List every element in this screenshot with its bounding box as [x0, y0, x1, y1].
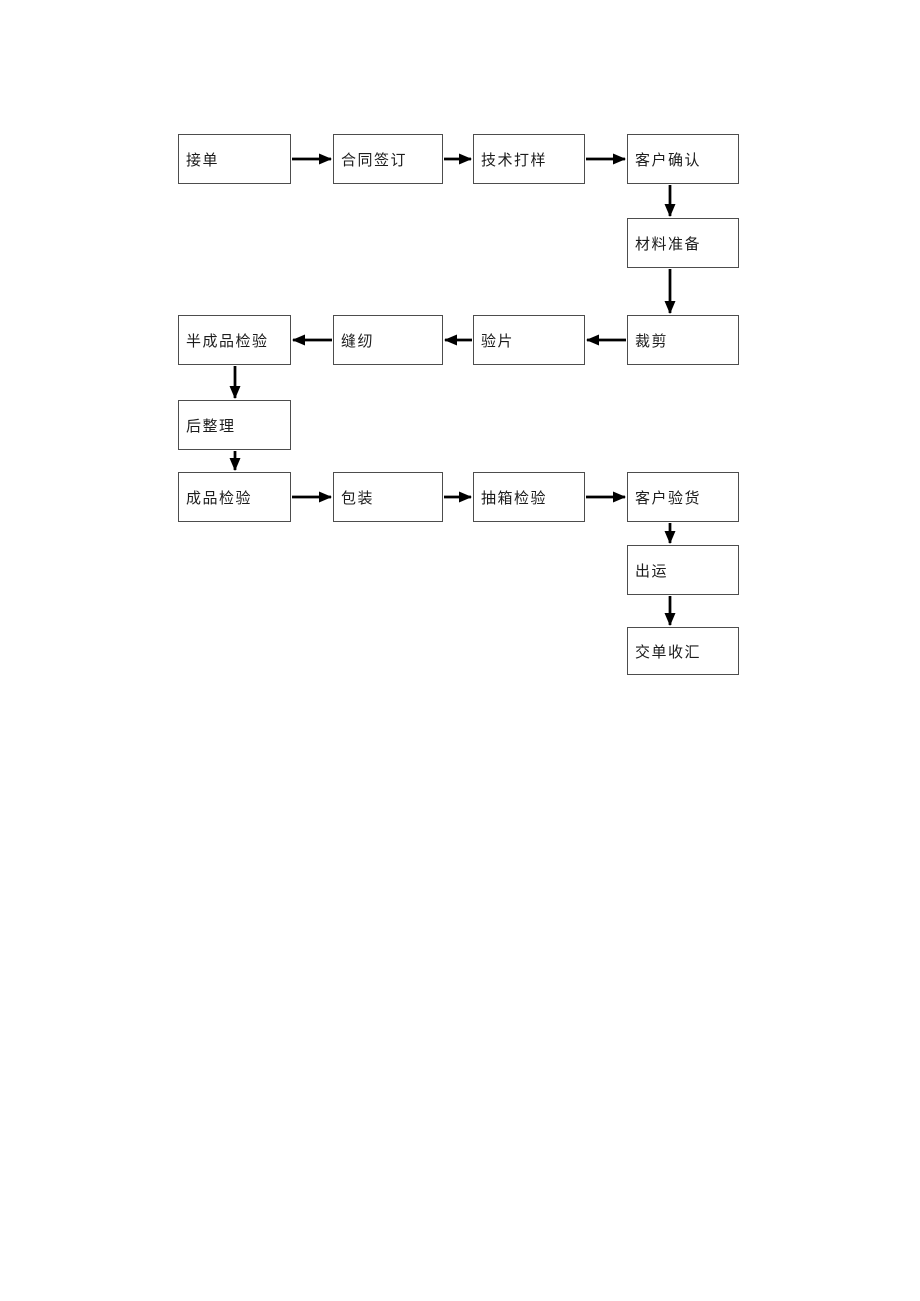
flow-node-label: 裁剪: [635, 333, 669, 350]
flow-node-contract-signing: 合同签订: [333, 134, 443, 184]
flow-node-document-payment-collection: 交单收汇: [627, 627, 739, 675]
flow-node-label: 交单收汇: [635, 644, 702, 661]
flow-node-label: 半成品检验: [186, 333, 269, 350]
flow-node-label: 验片: [481, 333, 515, 350]
flow-node-customer-goods-inspection: 客户验货: [627, 472, 739, 522]
flow-node-receive-order: 接单: [178, 134, 291, 184]
flow-node-label: 缝纫: [341, 333, 375, 350]
flow-node-customer-confirmation: 客户确认: [627, 134, 739, 184]
flow-node-sewing: 缝纫: [333, 315, 443, 365]
flow-node-label: 客户验货: [635, 490, 702, 507]
flow-node-label: 出运: [635, 563, 669, 580]
flow-node-label: 合同签订: [341, 152, 408, 169]
flow-node-label: 后整理: [186, 418, 236, 435]
flow-node-finished-inspection: 成品检验: [178, 472, 291, 522]
flow-node-label: 客户确认: [635, 152, 702, 169]
flow-node-semi-finished-inspection: 半成品检验: [178, 315, 291, 365]
flow-node-label: 技术打样: [481, 152, 548, 169]
flow-node-label: 包装: [341, 490, 375, 507]
flow-node-carton-sampling-inspection: 抽箱检验: [473, 472, 585, 522]
flow-node-label: 抽箱检验: [481, 490, 548, 507]
flow-node-shipment: 出运: [627, 545, 739, 595]
flow-node-packaging: 包装: [333, 472, 443, 522]
flow-node-cutting: 裁剪: [627, 315, 739, 365]
flow-node-technical-sampling: 技术打样: [473, 134, 585, 184]
flow-node-label: 接单: [186, 152, 220, 169]
flow-node-label: 材料准备: [635, 236, 702, 253]
flow-node-piece-inspection: 验片: [473, 315, 585, 365]
flow-node-material-preparation: 材料准备: [627, 218, 739, 268]
flow-node-finishing: 后整理: [178, 400, 291, 450]
flow-node-label: 成品检验: [186, 490, 253, 507]
